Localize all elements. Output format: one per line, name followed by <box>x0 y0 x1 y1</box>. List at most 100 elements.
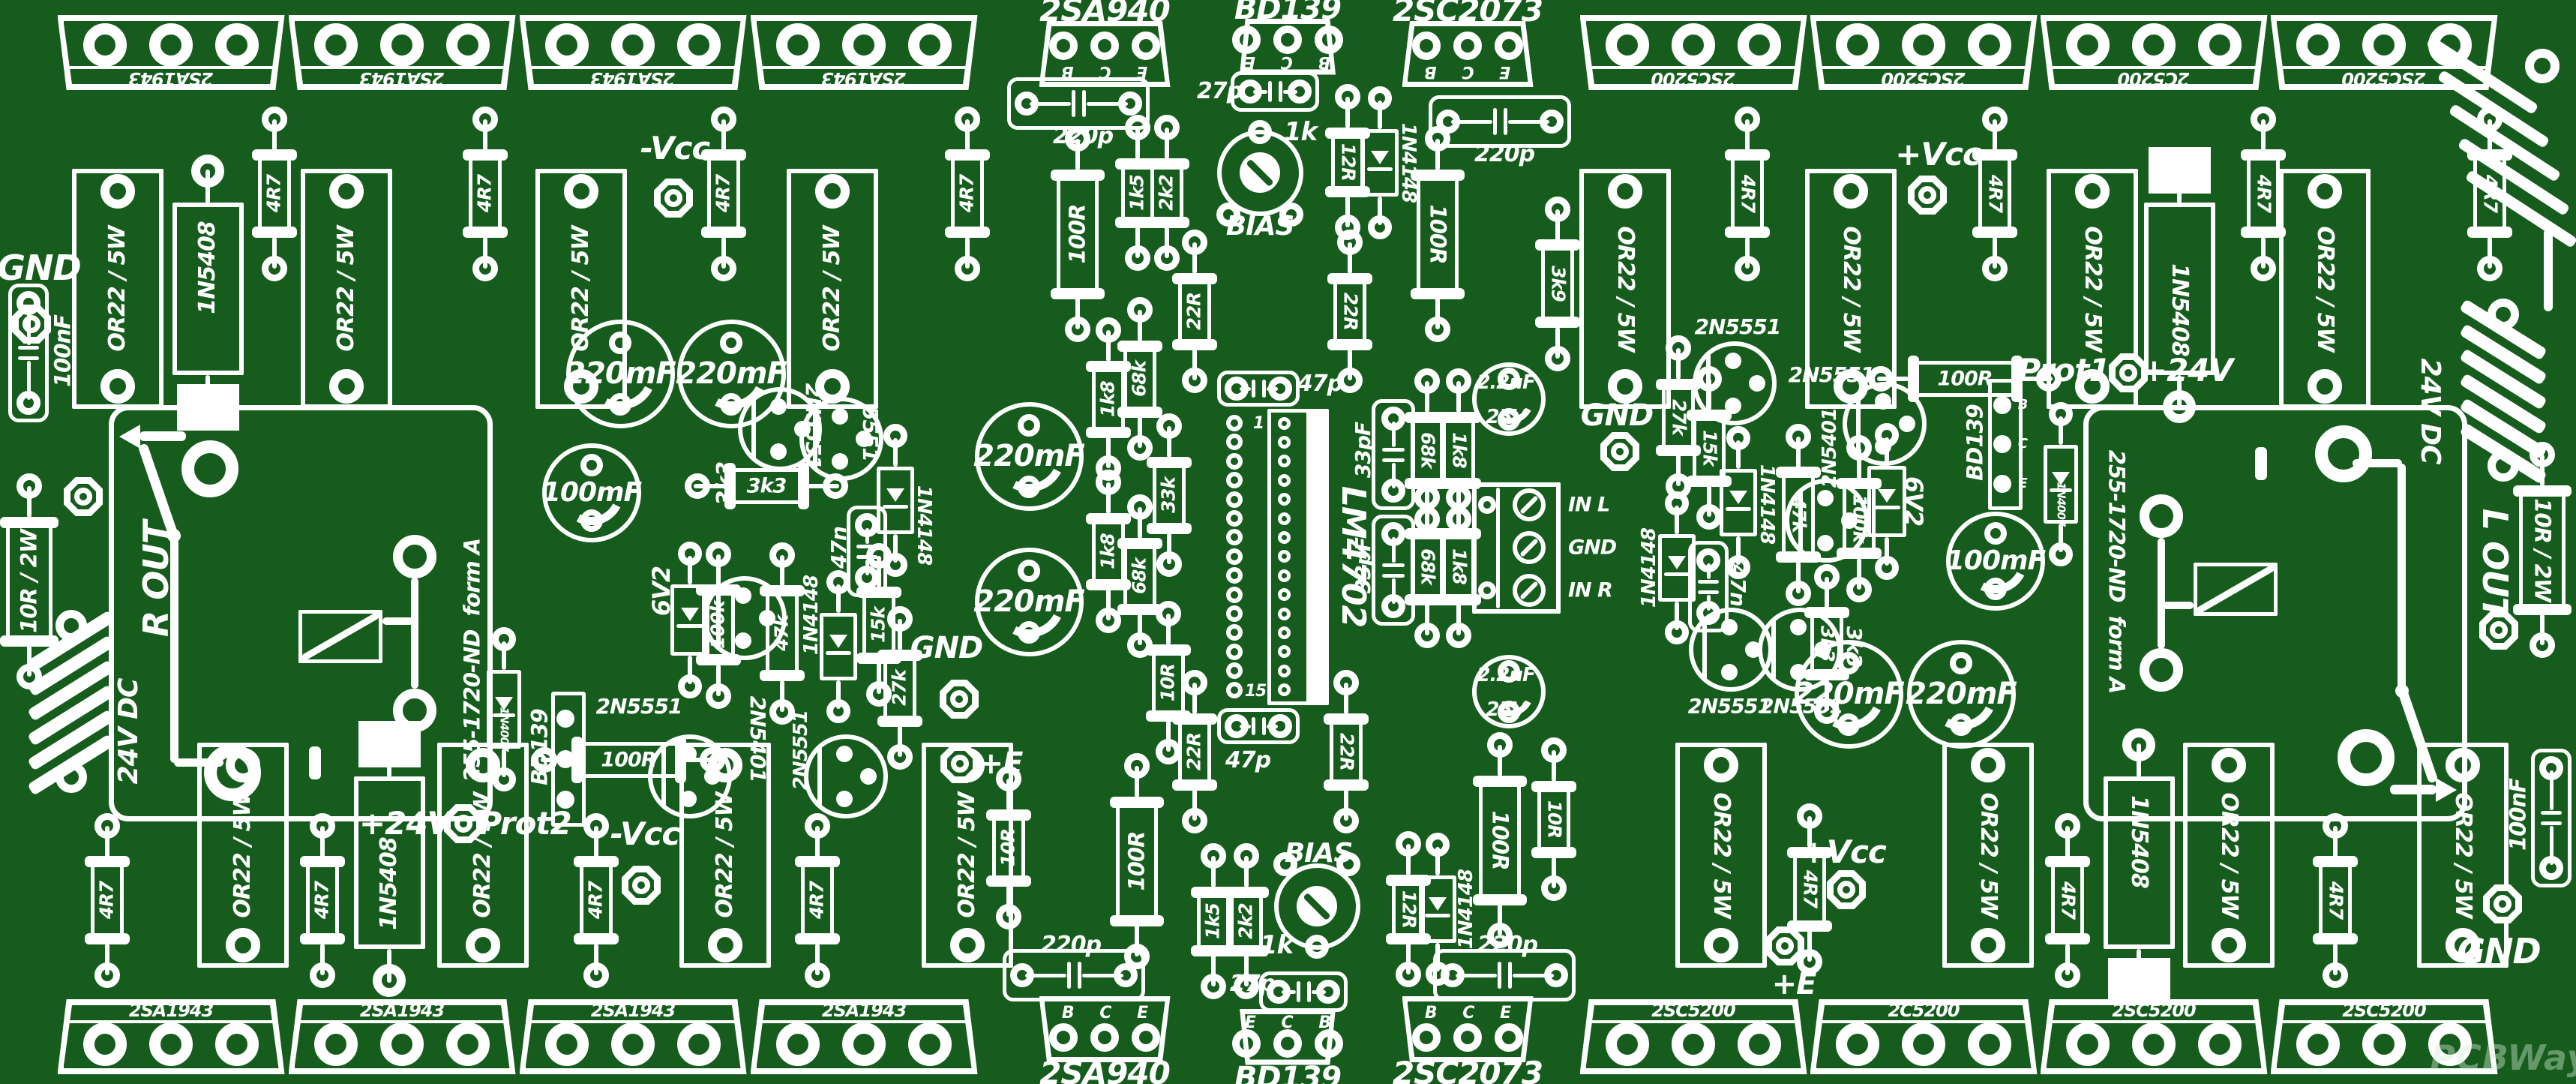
diode-symbol <box>829 635 847 648</box>
resistor-label: 100R <box>1937 367 1993 391</box>
header-pad <box>611 1022 655 1066</box>
pad-octagon <box>2479 611 2518 650</box>
silk-bar <box>1381 447 1405 452</box>
resistor-label: 4R7 <box>473 174 496 213</box>
capacitor-body <box>8 283 49 422</box>
silk-bar <box>883 504 908 509</box>
transistor-pad <box>1412 1022 1441 1052</box>
transistor-small <box>1693 341 1777 425</box>
silk-bar <box>1697 579 1720 584</box>
label-33pf: 33pF <box>1351 422 1375 479</box>
ic-pin-pad <box>1226 548 1243 565</box>
silk-bar <box>502 641 506 670</box>
terminal-screw <box>1513 530 1546 564</box>
resistor-pad <box>1608 369 1642 404</box>
silk-bar <box>1456 497 1461 529</box>
capacitor-220mF: 220mF <box>973 547 1085 656</box>
capacitor-film <box>2531 748 2572 887</box>
silk-bar <box>1391 421 1396 447</box>
silk-bar <box>1324 779 1369 791</box>
pad-octagon <box>940 744 979 783</box>
silk-bar <box>1172 779 1217 791</box>
power-resistor-body <box>2279 169 2371 409</box>
resistor-label: 100R <box>1123 831 1150 891</box>
resistor-pad <box>1154 245 1180 271</box>
label-bias: BIAS <box>1225 211 1295 242</box>
label-2n5551: 2N5551 <box>1788 362 1876 387</box>
silk-bar <box>483 119 487 151</box>
silk-bar <box>1327 272 1372 284</box>
silk-bar <box>1345 97 1350 128</box>
header-2SA1943: 2SA1943 <box>519 999 747 1074</box>
pot-pad <box>1248 120 1272 144</box>
silk-bar <box>2549 770 2554 810</box>
transistor-pad <box>1049 32 1078 61</box>
header-2SA1943: 2SA1943 <box>57 15 285 90</box>
resistor-label: 4R7 <box>2325 881 2347 920</box>
header-pad <box>380 1022 424 1066</box>
silk-bar <box>1165 128 1169 159</box>
label-5551: 5551 <box>858 406 883 461</box>
label-2sc2073: 2SC2073 <box>1392 1055 1543 1084</box>
diode-body <box>1658 534 1696 602</box>
diode-pad <box>373 964 406 997</box>
capacitor-220mF: 220mF <box>1793 639 1905 749</box>
resistor-4R7: 4R7 <box>791 797 844 1004</box>
header-pad <box>1836 23 1879 67</box>
resistor-pad <box>805 812 830 839</box>
resistor-label: 4R7 <box>955 174 978 213</box>
silk-bar <box>1707 485 1711 517</box>
silk-bar <box>1531 846 1576 858</box>
header-pad <box>1968 1022 2011 1066</box>
resistor-pad <box>564 174 598 209</box>
transistor-pad <box>1749 375 1765 392</box>
header-label: 2C5200 <box>1888 1000 1960 1021</box>
silk-bar <box>1192 349 1197 380</box>
resistor-pad <box>711 106 736 132</box>
silk-bar <box>1725 227 1770 238</box>
header-divider <box>2281 1020 2487 1023</box>
coil-icon <box>22 609 120 796</box>
resistor-pad <box>1127 297 1153 323</box>
label-100nf: 100nF <box>2505 779 2531 851</box>
silk-bar <box>965 119 970 151</box>
power-resistor-OR22-5W: OR22 / 5W <box>1942 743 2034 968</box>
pad <box>2525 49 2560 83</box>
resistor-4R7: 4R7 <box>2309 797 2362 1004</box>
header-pad <box>149 23 193 67</box>
resistor-label: 4R7 <box>262 174 285 213</box>
resistor-pad <box>1446 485 1471 510</box>
diode-1N5408: 1N5408 <box>172 143 244 435</box>
capacitor-body <box>974 547 1084 656</box>
resistor-1k5: 1k5 <box>1187 827 1240 1015</box>
resistor-pad <box>1446 368 1471 394</box>
resistor-pad <box>1735 106 1760 132</box>
silk-bar <box>1172 713 1217 725</box>
terminal-screw <box>1513 488 1546 521</box>
silk-bar <box>26 305 31 345</box>
label-6v2: 6V2 <box>647 566 676 617</box>
capacitor-film <box>1231 71 1319 112</box>
resistor-pad <box>1487 732 1513 758</box>
pad-octagon <box>940 680 979 719</box>
silk-bar <box>2050 488 2072 492</box>
header-pad <box>215 23 259 67</box>
silk-bar <box>893 534 898 563</box>
silk-bar <box>1266 724 1278 728</box>
diode-body <box>2143 203 2215 375</box>
label-47n: 47n <box>1726 564 1750 606</box>
silk-bar <box>1455 973 1497 977</box>
silk-bar <box>1138 507 1142 539</box>
power-resistor-OR22-5W: OR22 / 5W <box>1579 169 1671 409</box>
silk-bar <box>898 725 902 757</box>
resistor-label: 22R <box>1339 292 1362 331</box>
header-2SC5200: 2SC5200 <box>2270 999 2498 1074</box>
diode-body <box>670 584 709 656</box>
relay-trace <box>411 577 418 689</box>
resistor-pad <box>1696 504 1722 530</box>
silk-bar <box>797 463 809 509</box>
diode-symbol <box>681 608 699 621</box>
transistor-pad <box>1273 1029 1302 1058</box>
diode-symbol <box>1668 556 1686 569</box>
silk-bar <box>1676 455 1681 486</box>
